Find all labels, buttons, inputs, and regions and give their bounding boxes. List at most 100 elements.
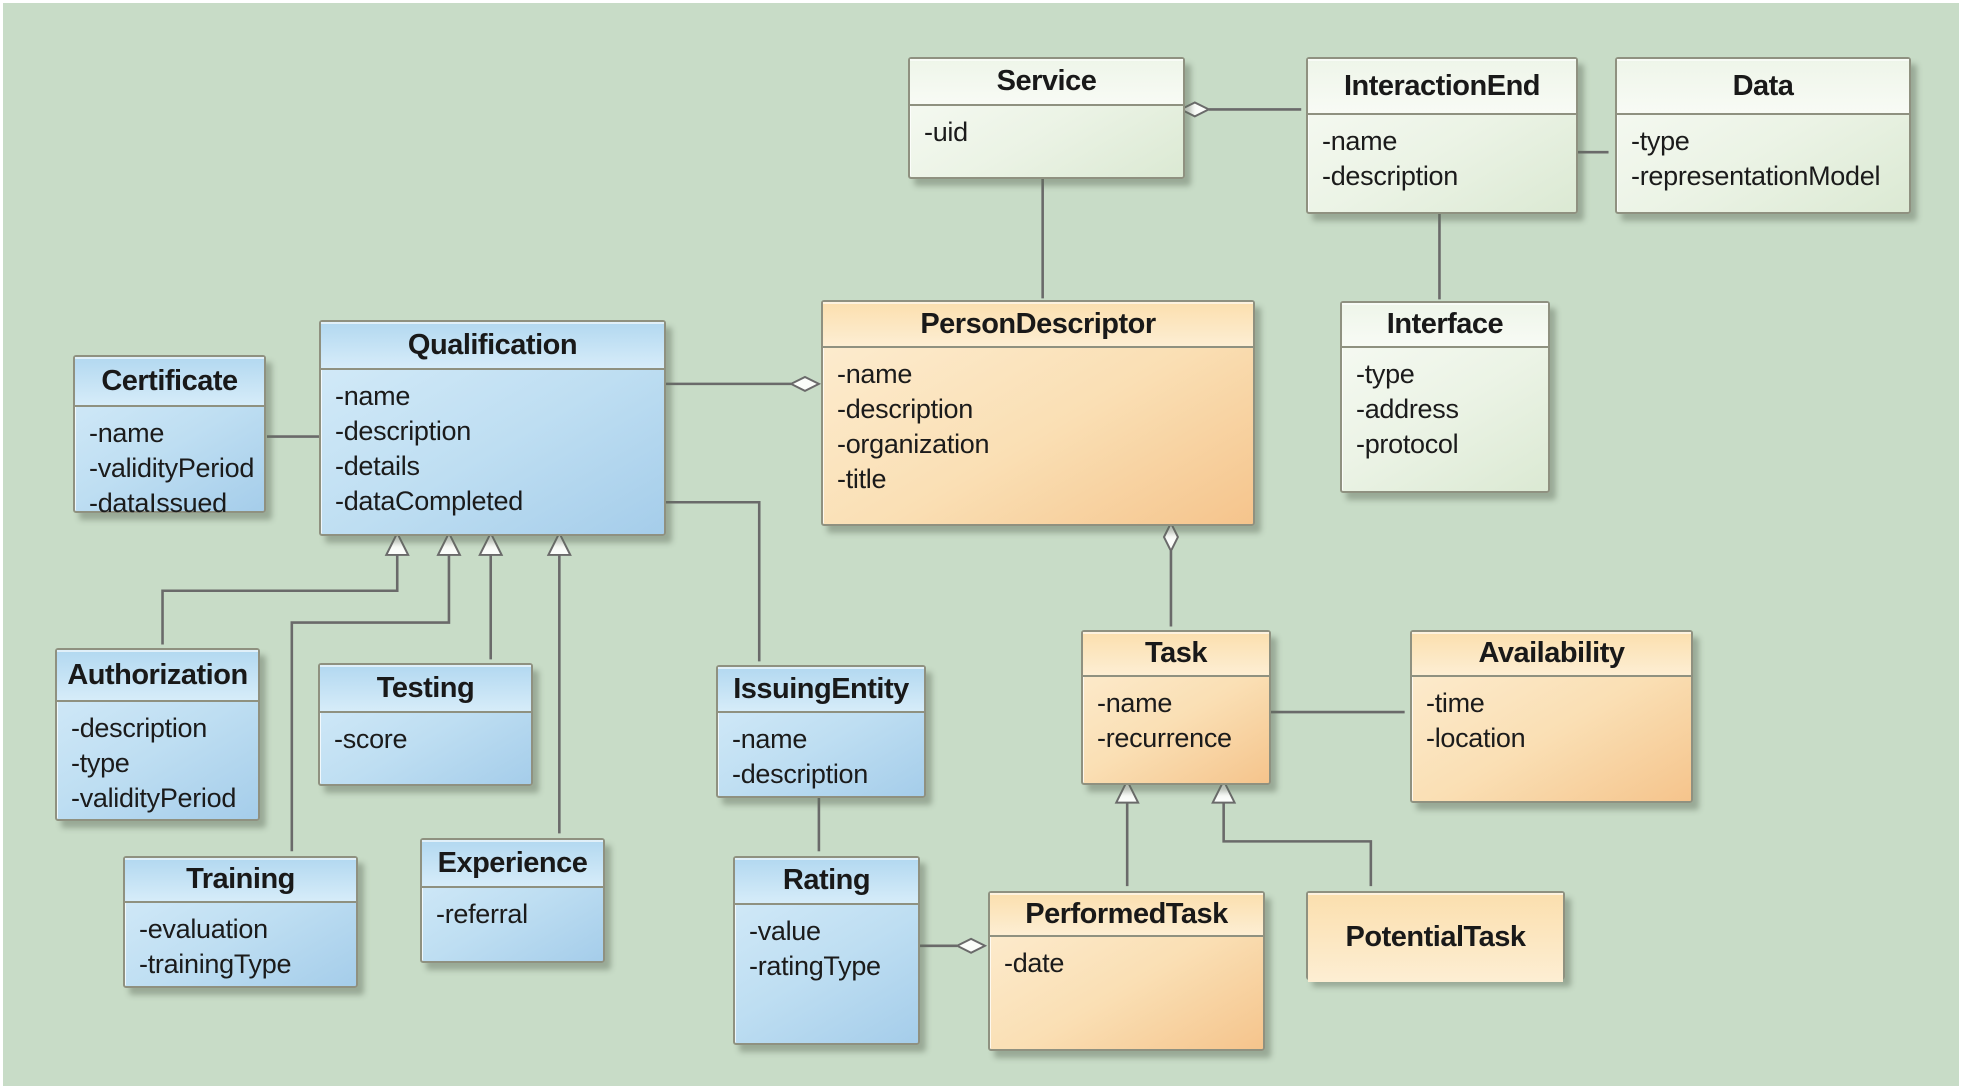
class-title-task: Task bbox=[1083, 632, 1269, 677]
class-box-performedtask: PerformedTask -date bbox=[988, 891, 1265, 1051]
class-attributes-testing: -score bbox=[320, 713, 531, 757]
connector-experience-qualification bbox=[546, 530, 572, 834]
class-attribute: -validityPeriod bbox=[71, 783, 237, 813]
class-attribute: -date bbox=[1004, 948, 1065, 978]
class-attributes-data: -type -representationModel bbox=[1617, 115, 1909, 194]
class-box-interactionend: InteractionEnd -name -description bbox=[1306, 57, 1578, 214]
diamond-marker bbox=[788, 375, 822, 392]
diamond-marker bbox=[1162, 520, 1180, 554]
class-attribute: -address bbox=[1356, 394, 1459, 424]
class-box-rating: Rating -value -ratingType bbox=[733, 856, 920, 1045]
class-attribute: -name bbox=[89, 418, 165, 448]
class-title-service: Service bbox=[910, 59, 1183, 106]
class-attributes-training: -evaluation -trainingType bbox=[125, 903, 356, 982]
class-title-qualification: Qualification bbox=[321, 322, 664, 370]
class-box-data: Data -type -representationModel bbox=[1615, 57, 1911, 214]
class-attributes-availability: -time -location bbox=[1412, 677, 1691, 756]
connector-testing-qualification bbox=[478, 530, 504, 660]
class-title-data: Data bbox=[1617, 59, 1909, 115]
class-title-issuingentity: IssuingEntity bbox=[718, 667, 924, 713]
class-attribute: -ratingType bbox=[749, 951, 881, 981]
class-attribute: -validityPeriod bbox=[89, 453, 255, 483]
class-attributes-performedtask: -date bbox=[990, 937, 1263, 981]
class-attribute: -recurrence bbox=[1097, 723, 1232, 753]
class-title-potentialtask: PotentialTask bbox=[1308, 893, 1563, 982]
class-attribute: -organization bbox=[837, 429, 990, 459]
class-attributes-service: -uid bbox=[910, 106, 1183, 150]
class-title-authorization: Authorization bbox=[57, 650, 258, 702]
class-attribute: -type bbox=[71, 748, 130, 778]
class-attribute: -name bbox=[732, 724, 808, 754]
class-attributes-persondescriptor: -name -description -organization -title bbox=[823, 348, 1253, 497]
class-box-interface: Interface -type -address -protocol bbox=[1340, 301, 1550, 493]
class-box-certificate: Certificate -name -validityPeriod -dataIssu… bbox=[73, 355, 266, 518]
class-attribute: -evaluation bbox=[139, 914, 268, 944]
connector-rating-performedtask bbox=[917, 937, 988, 954]
class-title-persondescriptor: PersonDescriptor bbox=[823, 302, 1253, 348]
class-attributes-issuingentity: -name -description bbox=[718, 713, 924, 792]
class-title-training: Training bbox=[125, 858, 356, 903]
class-attribute: -description bbox=[837, 394, 973, 424]
triangle-marker bbox=[546, 530, 572, 556]
class-title-experience: Experience bbox=[422, 840, 603, 888]
class-title-performedtask: PerformedTask bbox=[990, 893, 1263, 937]
diamond-marker bbox=[1178, 101, 1211, 118]
connector-qualification-persondescriptor bbox=[664, 375, 822, 392]
class-attribute: -title bbox=[837, 464, 887, 494]
connector-persondescriptor-task bbox=[1162, 520, 1180, 627]
class-title-testing: Testing bbox=[320, 665, 531, 713]
class-title-rating: Rating bbox=[735, 858, 918, 905]
class-attributes-task: -name -recurrence bbox=[1083, 677, 1269, 756]
class-attributes-certificate: -name -validityPeriod -dataIssued bbox=[75, 407, 264, 521]
class-attribute: -description bbox=[1322, 161, 1458, 191]
triangle-marker bbox=[436, 530, 462, 556]
class-attributes-interface: -type -address -protocol bbox=[1342, 348, 1548, 462]
class-box-service: Service -uid bbox=[908, 57, 1185, 179]
class-attribute: -score bbox=[334, 724, 408, 754]
class-box-qualification: Qualification-name-description-details-d… bbox=[319, 320, 666, 536]
class-box-persondescriptor: PersonDescriptor -name -description -organi… bbox=[821, 300, 1255, 526]
class-attribute: -protocol bbox=[1356, 429, 1459, 459]
class-attribute: -dataCompleted bbox=[335, 486, 523, 516]
class-box-testing: Testing -score bbox=[318, 663, 533, 786]
connector-qualification-issuingentity bbox=[664, 500, 761, 662]
class-attribute: -uid bbox=[924, 117, 968, 147]
class-box-authorization: Authorization -description -type -validityP… bbox=[55, 648, 260, 821]
class-box-experience: Experience-referral bbox=[420, 838, 605, 963]
class-attributes-interactionend: -name -description bbox=[1308, 115, 1576, 194]
class-attributes-authorization: -description -type -validityPeriod bbox=[57, 702, 258, 816]
class-box-training: Training -evaluation -trainingType bbox=[123, 856, 358, 988]
class-attributes-experience: -referral bbox=[422, 888, 603, 932]
class-attribute: -dataIssued bbox=[89, 488, 227, 518]
diamond-marker bbox=[954, 937, 988, 954]
triangle-marker bbox=[478, 530, 504, 556]
class-attribute: -details bbox=[335, 451, 420, 481]
class-title-interactionend: InteractionEnd bbox=[1308, 59, 1576, 115]
class-attribute: -trainingType bbox=[139, 949, 292, 979]
class-attribute: -name bbox=[1097, 688, 1173, 718]
class-attribute: -name bbox=[335, 381, 411, 411]
triangle-marker bbox=[384, 530, 410, 556]
class-title-interface: Interface bbox=[1342, 303, 1548, 348]
class-box-potentialtask: PotentialTask bbox=[1306, 891, 1565, 982]
class-box-issuingentity: IssuingEntity -name -description bbox=[716, 665, 926, 798]
class-attribute: -time bbox=[1426, 688, 1485, 718]
class-attribute: -name bbox=[1322, 126, 1398, 156]
class-attribute: -location bbox=[1426, 723, 1526, 753]
connector-potentialtask-task bbox=[1211, 778, 1373, 887]
class-title-availability: Availability bbox=[1412, 632, 1691, 677]
class-attribute: -description bbox=[732, 759, 868, 789]
class-attribute: -type bbox=[1631, 126, 1690, 156]
class-attribute: -description bbox=[71, 713, 207, 743]
class-box-task: Task -name -recurrence bbox=[1081, 630, 1271, 785]
connector-service-interactionend bbox=[1178, 101, 1302, 118]
class-box-availability: Availability -time -location bbox=[1410, 630, 1693, 803]
class-attribute: -value bbox=[749, 916, 821, 946]
class-title-certificate: Certificate bbox=[75, 357, 264, 407]
connector-authorization-qualification bbox=[161, 530, 410, 645]
connector-performedtask-task bbox=[1114, 778, 1140, 887]
class-attribute: -representationModel bbox=[1631, 161, 1881, 191]
class-attribute: -type bbox=[1356, 359, 1415, 389]
class-attribute: -name bbox=[837, 359, 913, 389]
